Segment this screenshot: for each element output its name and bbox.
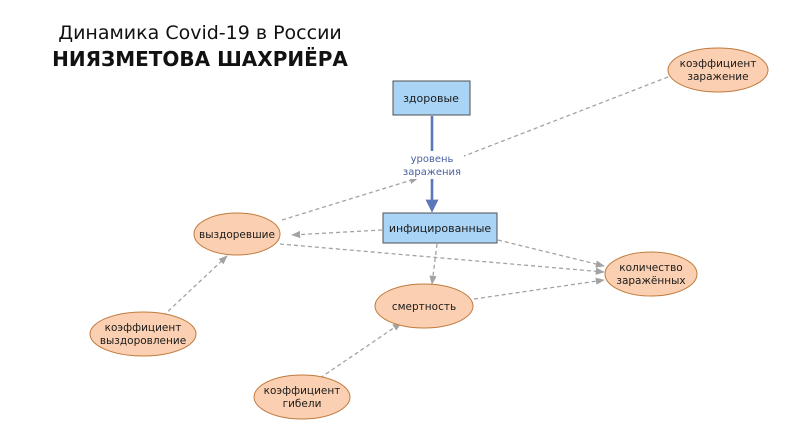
aux-mortality[interactable]: смертность — [374, 283, 474, 329]
link-recovered-to-count — [279, 243, 605, 275]
aux-recovery-coefficient-line-2: выздоровление — [100, 335, 186, 347]
aux-mortality-label: смертность — [392, 301, 456, 313]
aux-infection-coefficient-line-1: коэффициент — [680, 58, 757, 70]
aux-recovery-coefficient-line-1: коэффициент — [105, 322, 182, 334]
aux-infected-count-line-1: количество — [619, 262, 682, 274]
aux-infection-coefficient-line-2: заражение — [687, 71, 748, 83]
aux-recovery-coefficient[interactable]: коэффициент выздоровление — [89, 311, 197, 357]
link-infected-to-count — [497, 239, 605, 268]
link-mortality-to-count — [473, 277, 605, 300]
flow-label-background — [400, 151, 464, 179]
title-line-1: Динамика Covid-19 в России — [58, 22, 342, 44]
diagram-title: Динамика Covid-19 в России НИЯЗМЕТОВА ША… — [40, 20, 360, 72]
link-recovered-to-flow — [281, 176, 419, 221]
title-line-2: НИЯЗМЕТОВА ШАХРИЁРА — [52, 47, 348, 71]
stock-infected-label: инфицированные — [389, 222, 492, 235]
link-infected-to-recovered — [291, 229, 383, 239]
stock-infected[interactable]: инфицированные — [382, 212, 498, 244]
aux-recovered-label: выздоревшие — [199, 229, 275, 241]
flow-label-line-2: заражения — [403, 167, 461, 178]
link-infected-to-mortality — [429, 243, 438, 285]
stock-healthy-label: здоровые — [403, 92, 459, 105]
link-death-coef-to-mortality — [319, 322, 402, 379]
aux-death-coefficient-line-2: гибели — [283, 398, 322, 410]
aux-death-coefficient[interactable]: коэффициент гибели — [253, 374, 351, 420]
stock-healthy[interactable]: здоровые — [392, 80, 471, 116]
aux-infected-count[interactable]: количество заражённых — [604, 251, 698, 297]
aux-recovered[interactable]: выздоревшие — [193, 212, 281, 256]
flow-label-line-1: уровень — [411, 154, 454, 165]
aux-infection-coefficient[interactable]: коэффициент заражение — [667, 47, 769, 93]
aux-death-coefficient-line-1: коэффициент — [264, 385, 341, 397]
link-recovery-coef-to-recovered — [162, 255, 228, 317]
aux-infected-count-line-2: заражённых — [616, 275, 685, 287]
